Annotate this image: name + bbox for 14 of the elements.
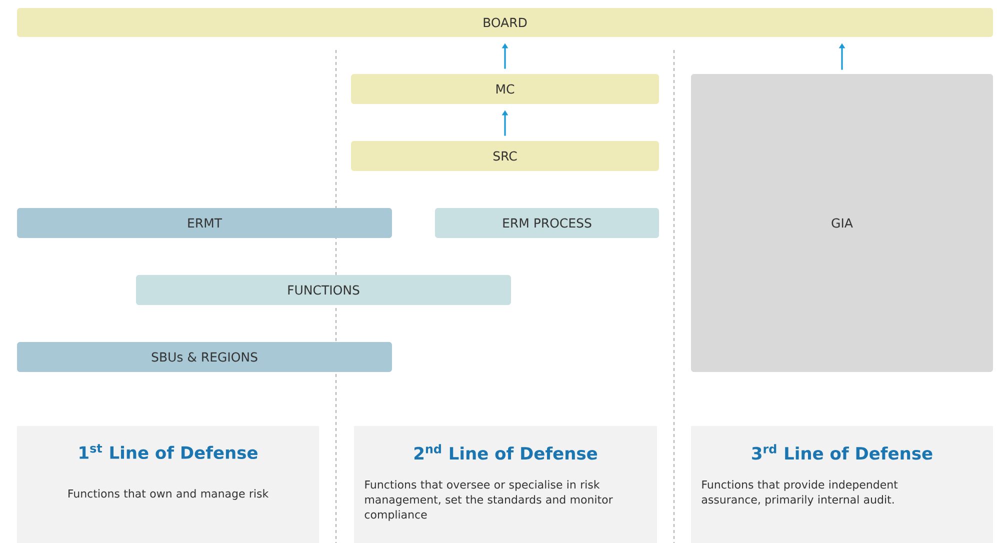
process-box: MC xyxy=(351,74,659,104)
process-box: SBUs & REGIONS xyxy=(17,342,392,372)
panel-description: Functions that provide independent assurance, primarily internal audit. xyxy=(702,480,898,506)
process-box: GIA xyxy=(691,74,993,372)
process-box: SRC xyxy=(351,141,659,171)
process-box: FUNCTIONS xyxy=(136,275,511,305)
process-box: ERM PROCESS xyxy=(435,208,659,238)
panel-description: Functions that own and manage risk xyxy=(68,489,269,500)
process-box: BOARD xyxy=(17,8,993,37)
panel-heading: 2$^{nd}$ Line of Defense xyxy=(414,444,598,460)
panel-description: Functions that oversee or specialise in risk management, set the standards and monitor compliance xyxy=(364,480,613,521)
process-box: ERMT xyxy=(17,208,392,238)
panel-heading: 3$^{rd}$ Line of Defense xyxy=(752,444,932,460)
panel-heading: 1$^{st}$ Line of Defense xyxy=(80,444,258,460)
